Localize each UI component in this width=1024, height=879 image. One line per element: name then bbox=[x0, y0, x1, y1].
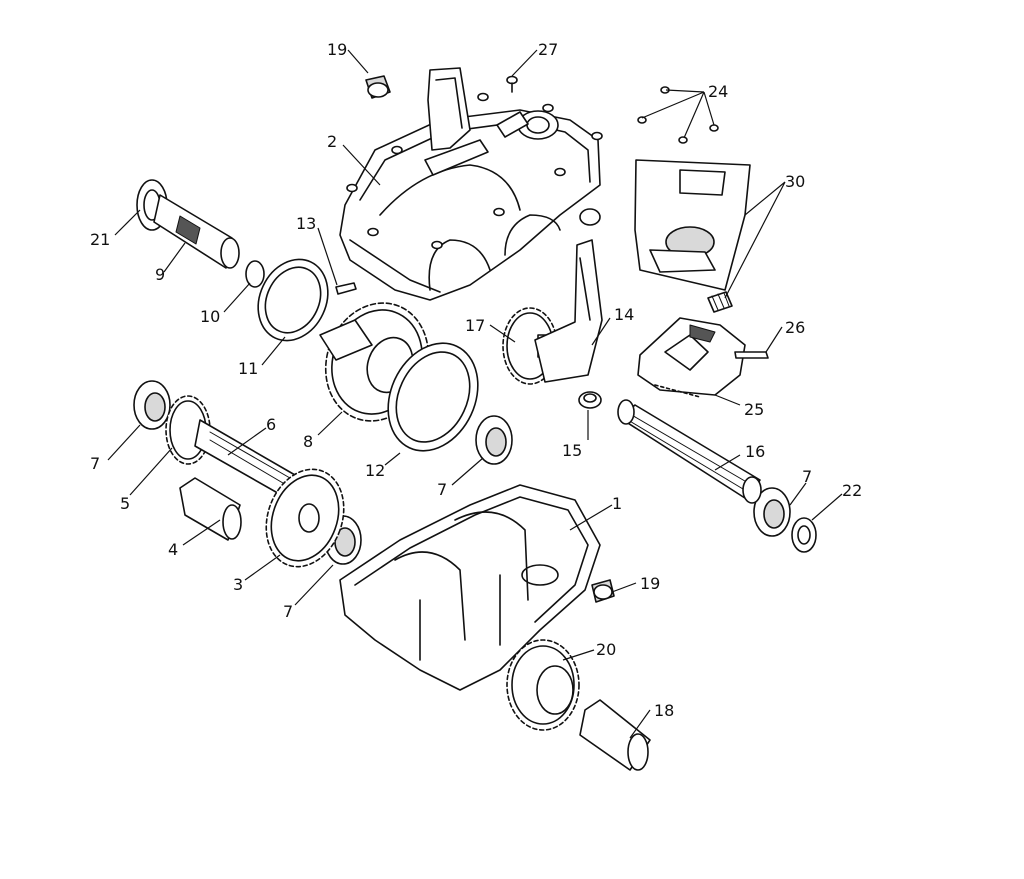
gear-20 bbox=[506, 639, 580, 731]
callout-22: 22 bbox=[842, 481, 862, 500]
callout-19-top: 19 bbox=[327, 40, 347, 59]
callout-16: 16 bbox=[745, 442, 765, 461]
bolt-27 bbox=[506, 75, 518, 93]
callout-30: 30 bbox=[785, 172, 805, 191]
callout-19-lower: 19 bbox=[640, 574, 660, 593]
o-ring-10 bbox=[245, 260, 265, 288]
lower-housing bbox=[339, 484, 601, 691]
callout-9: 9 bbox=[155, 265, 165, 284]
leader-lines bbox=[107, 49, 843, 739]
callout-1: 1 bbox=[612, 494, 622, 513]
shift-fork-14 bbox=[534, 239, 603, 383]
callout-13: 13 bbox=[296, 214, 316, 233]
callout-27: 27 bbox=[538, 40, 558, 59]
callout-15: 15 bbox=[562, 441, 582, 460]
callout-11: 11 bbox=[238, 359, 258, 378]
splined-shaft-16 bbox=[617, 399, 762, 504]
pin-26 bbox=[734, 351, 769, 359]
sleeve-4 bbox=[179, 477, 242, 541]
callout-17: 17 bbox=[465, 316, 485, 335]
callout-25: 25 bbox=[744, 400, 764, 419]
callout-20: 20 bbox=[596, 640, 616, 659]
callout-7-right: 7 bbox=[802, 467, 812, 486]
bearing-7-left bbox=[133, 380, 171, 430]
splined-shaft-9 bbox=[153, 194, 240, 269]
gear-3 bbox=[265, 468, 345, 568]
seal-22 bbox=[791, 517, 817, 553]
large-seal-11 bbox=[257, 258, 329, 342]
callout-7-left: 7 bbox=[90, 454, 100, 473]
drain-plug-lower bbox=[591, 579, 615, 603]
callout-26: 26 bbox=[785, 318, 805, 337]
callout-5: 5 bbox=[120, 494, 130, 513]
pin-13 bbox=[335, 282, 357, 295]
callout-8: 8 bbox=[303, 432, 313, 451]
drain-plug-top bbox=[365, 75, 391, 99]
sleeve-18 bbox=[579, 699, 651, 771]
screws-24 bbox=[637, 86, 719, 144]
callout-7-lower: 7 bbox=[283, 602, 293, 621]
callout-3: 3 bbox=[233, 575, 243, 594]
spring-30 bbox=[707, 291, 733, 313]
upper-housing-cover bbox=[339, 67, 603, 301]
ring-seal-12 bbox=[387, 342, 479, 452]
callout-6: 6 bbox=[266, 415, 276, 434]
shift-cam-25 bbox=[637, 317, 746, 398]
callout-4: 4 bbox=[168, 540, 178, 559]
bearing-7-right bbox=[753, 487, 791, 537]
callout-10: 10 bbox=[200, 307, 220, 326]
callout-2: 2 bbox=[327, 132, 337, 151]
callout-18: 18 bbox=[654, 701, 674, 720]
side-plate-30 bbox=[634, 159, 751, 291]
callouts: 1 2 3 4 5 6 7 7 7 7 8 9 10 11 12 13 14 1… bbox=[90, 40, 862, 720]
plug-15 bbox=[578, 391, 602, 409]
callout-14: 14 bbox=[614, 305, 634, 324]
bearing-7-center bbox=[475, 415, 513, 465]
callout-7-center: 7 bbox=[437, 480, 447, 499]
callout-24: 24 bbox=[708, 82, 728, 101]
callout-21: 21 bbox=[90, 230, 110, 249]
callout-12: 12 bbox=[365, 461, 385, 480]
